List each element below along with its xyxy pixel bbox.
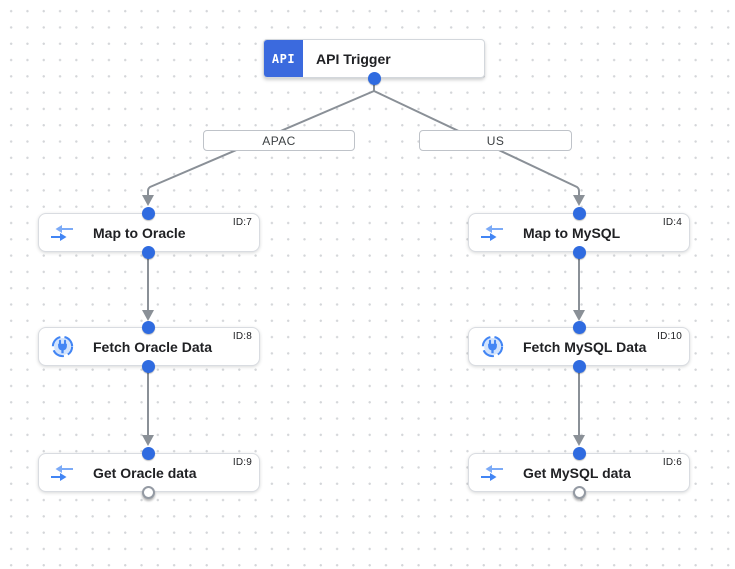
output-port-empty[interactable] (141, 485, 155, 499)
node-title: API Trigger (316, 50, 391, 67)
output-port[interactable] (367, 71, 381, 85)
arrowhead-icon (573, 310, 585, 321)
node-title: Get MySQL data (523, 464, 631, 481)
output-port[interactable] (572, 359, 586, 373)
output-port[interactable] (572, 245, 586, 259)
node-title: Get Oracle data (93, 464, 197, 481)
data-mapping-icon (479, 221, 505, 245)
arrowhead-icon (573, 435, 585, 446)
data-mapping-icon (49, 461, 75, 485)
output-port[interactable] (141, 245, 155, 259)
api-trigger-icon: API (264, 40, 303, 77)
node-title: Fetch MySQL Data (523, 338, 647, 355)
node-title: Map to Oracle (93, 224, 186, 241)
input-port[interactable] (141, 446, 155, 460)
edge-label-us[interactable]: US (419, 130, 572, 151)
data-mapping-icon (49, 221, 75, 245)
arrowhead-icon (573, 195, 585, 206)
node-title: Fetch Oracle Data (93, 338, 213, 355)
input-port[interactable] (572, 320, 586, 334)
output-port[interactable] (141, 359, 155, 373)
input-port[interactable] (141, 320, 155, 334)
node-fetch-oracle-data[interactable]: Fetch Oracle Data ID:8 (38, 327, 260, 366)
input-port[interactable] (572, 446, 586, 460)
connector-icon (49, 335, 75, 359)
node-id-badge: ID:6 (662, 457, 682, 468)
connector-icon (479, 335, 505, 359)
node-id-badge: ID:7 (232, 217, 252, 228)
input-port[interactable] (141, 206, 155, 220)
arrowhead-icon (142, 195, 154, 206)
node-id-badge: ID:4 (662, 217, 682, 228)
data-mapping-icon (479, 461, 505, 485)
edge-trigger-to-map-mysql (373, 84, 580, 196)
node-id-badge: ID:9 (232, 457, 252, 468)
arrowhead-icon (142, 435, 154, 446)
node-id-badge: ID:8 (232, 331, 252, 342)
edge-label-apac[interactable]: APAC (203, 130, 355, 151)
input-port[interactable] (572, 206, 586, 220)
arrowhead-icon (142, 310, 154, 321)
node-id-badge: ID:10 (657, 331, 682, 342)
node-title: Map to MySQL (523, 224, 621, 241)
edge-trigger-to-map-oracle (147, 84, 375, 196)
output-port-empty[interactable] (572, 485, 586, 499)
